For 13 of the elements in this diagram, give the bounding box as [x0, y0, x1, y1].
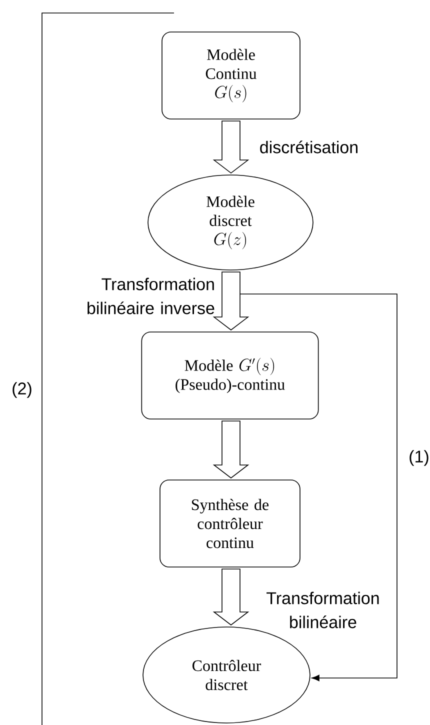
arrow [240, 294, 398, 682]
path-label: (2) [12, 382, 32, 398]
block-arrow [212, 420, 250, 478]
block-arrow [212, 120, 250, 174]
edge-label: Transformation bilinéaire inverse [88, 278, 214, 314]
block-arrow [212, 272, 250, 330]
edge-label: (1) [410, 450, 428, 466]
block-arrow [212, 568, 250, 626]
process-box: Modèle $G'(s)$ (Pseudo)-continu [141, 332, 319, 420]
edge-label: Transformation bilinéaire [266, 592, 379, 628]
process-box: Synthèse de contrôleur continu [160, 480, 300, 568]
process-box: Modèle Continu $G(s)$ [162, 32, 300, 120]
edge-label: discrétisation [260, 140, 358, 154]
